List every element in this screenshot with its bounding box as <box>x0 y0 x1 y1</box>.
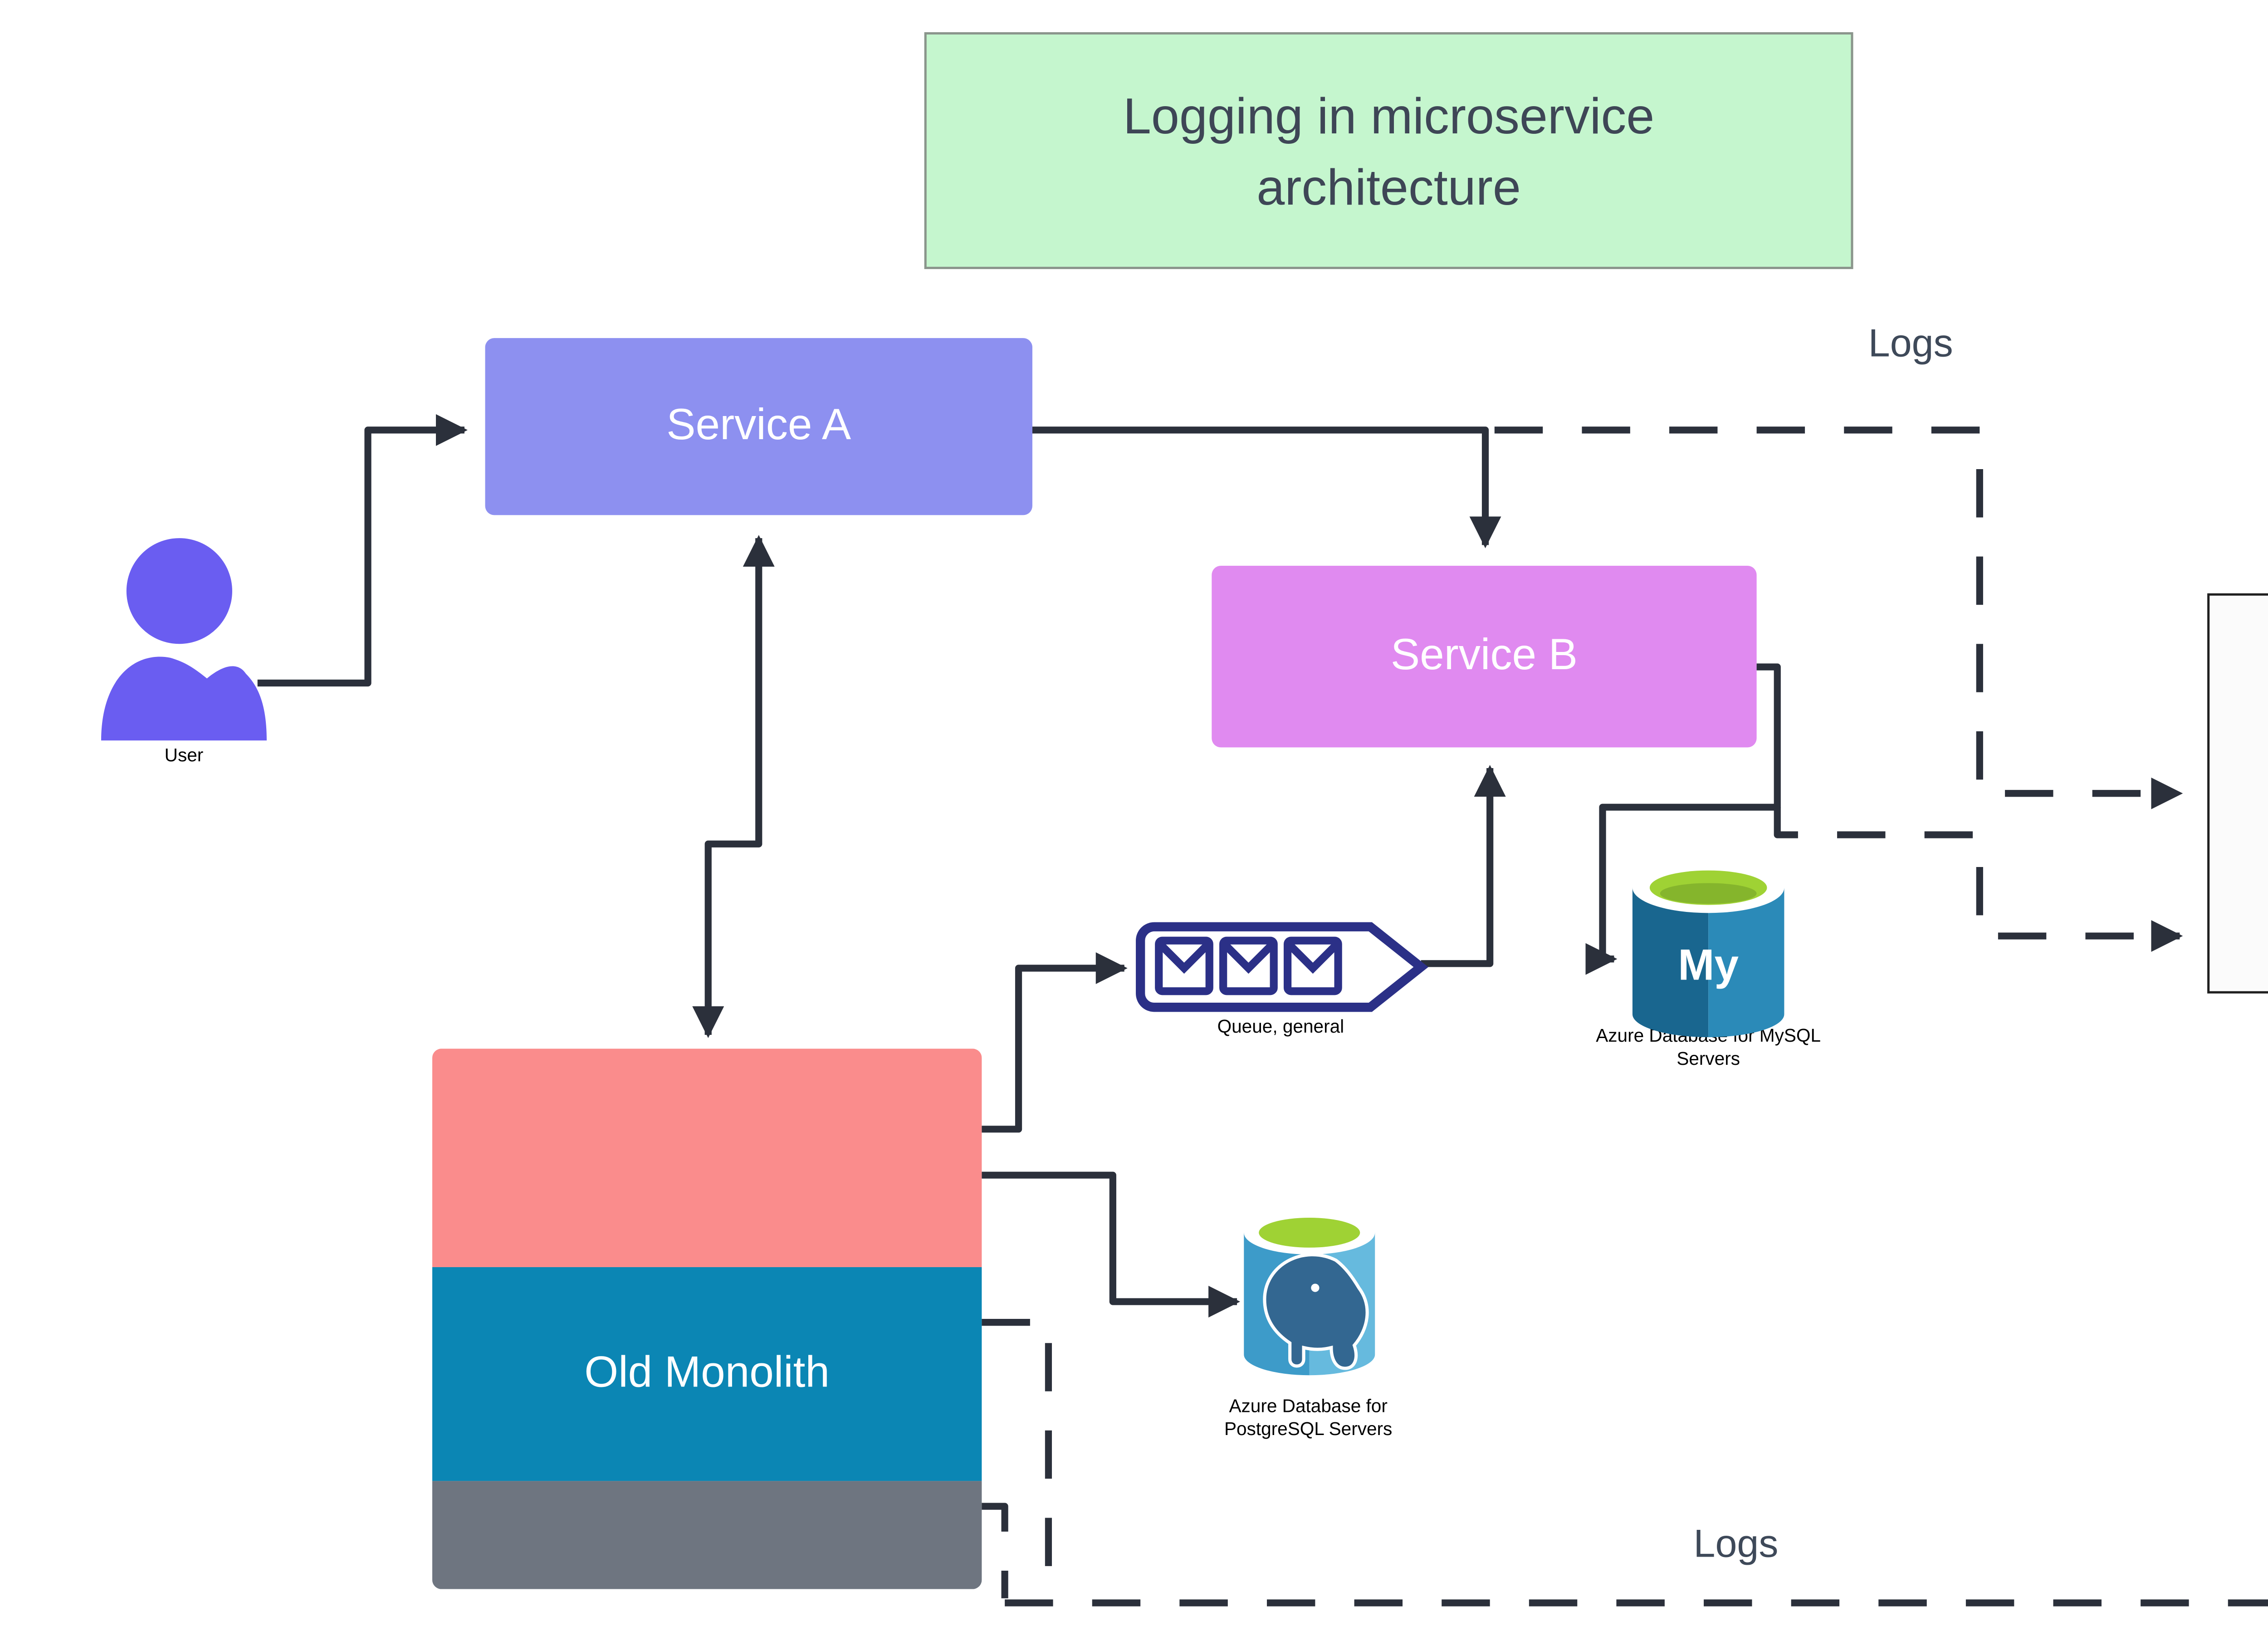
edge-service-a-to-service-b[interactable] <box>1032 426 1501 549</box>
node-service-a[interactable]: Service A <box>485 338 1032 515</box>
logs-label-bottom: Logs <box>1693 1522 1779 1566</box>
service-b-label: Service B <box>1390 631 1578 680</box>
diagram-title-box[interactable]: Logging in microservice architecture <box>924 32 1853 269</box>
mysql-label-line2: Servers <box>1677 1047 1740 1068</box>
postgresql-label-line2: PostgreSQL Servers <box>1224 1417 1393 1439</box>
queue-icon[interactable] <box>1136 922 1428 1012</box>
postgresql-elephant-glyph <box>1263 1253 1369 1370</box>
diagram-title: Logging in microservice architecture <box>1123 86 1655 215</box>
edge-service-a-old-monolith-bidirectional[interactable] <box>692 535 775 1038</box>
node-service-b[interactable]: Service B <box>1212 565 1757 748</box>
edge-old-monolith-to-postgresql[interactable] <box>982 1171 1241 1318</box>
user-label: User <box>164 745 204 766</box>
node-old-monolith[interactable]: Old Monolith <box>432 1048 982 1589</box>
edge-service-b-to-mysql[interactable] <box>1585 663 1781 975</box>
edge-logs-service-b-to-kafka[interactable] <box>1774 807 2183 952</box>
user-icon[interactable] <box>101 538 267 741</box>
edge-user-to-service-a[interactable] <box>257 414 468 687</box>
edge-logs-monolith-bottom-branch[interactable] <box>982 1503 1008 1598</box>
edge-queue-to-service-b[interactable] <box>1421 765 1506 967</box>
edge-logs-monolith-middle-branch[interactable] <box>982 1319 1052 1598</box>
monolith-middle-band: Old Monolith <box>432 1267 982 1481</box>
service-a-label: Service A <box>666 401 851 450</box>
kafka-title: Kafka <box>2207 501 2268 566</box>
monolith-bottom-band <box>432 1481 982 1589</box>
edge-logs-monolith-to-kafka[interactable] <box>1005 1012 2268 1607</box>
postgresql-label-line1: Azure Database for <box>1229 1396 1388 1417</box>
postgresql-label: Azure Database for PostgreSQL Servers <box>1170 1396 1446 1440</box>
mysql-database-icon[interactable]: My <box>1632 862 1784 1038</box>
queue-label: Queue, general <box>1217 1016 1344 1038</box>
edge-old-monolith-to-queue[interactable] <box>982 952 1128 1133</box>
monolith-top-band <box>432 1048 982 1267</box>
node-kafka[interactable] <box>2207 593 2268 994</box>
queue-envelopes <box>1155 936 1342 995</box>
mysql-badge: My <box>1678 941 1739 989</box>
old-monolith-label: Old Monolith <box>584 1348 830 1397</box>
logs-label-top: Logs <box>1868 322 1953 366</box>
postgresql-database-icon[interactable] <box>1244 1210 1375 1376</box>
